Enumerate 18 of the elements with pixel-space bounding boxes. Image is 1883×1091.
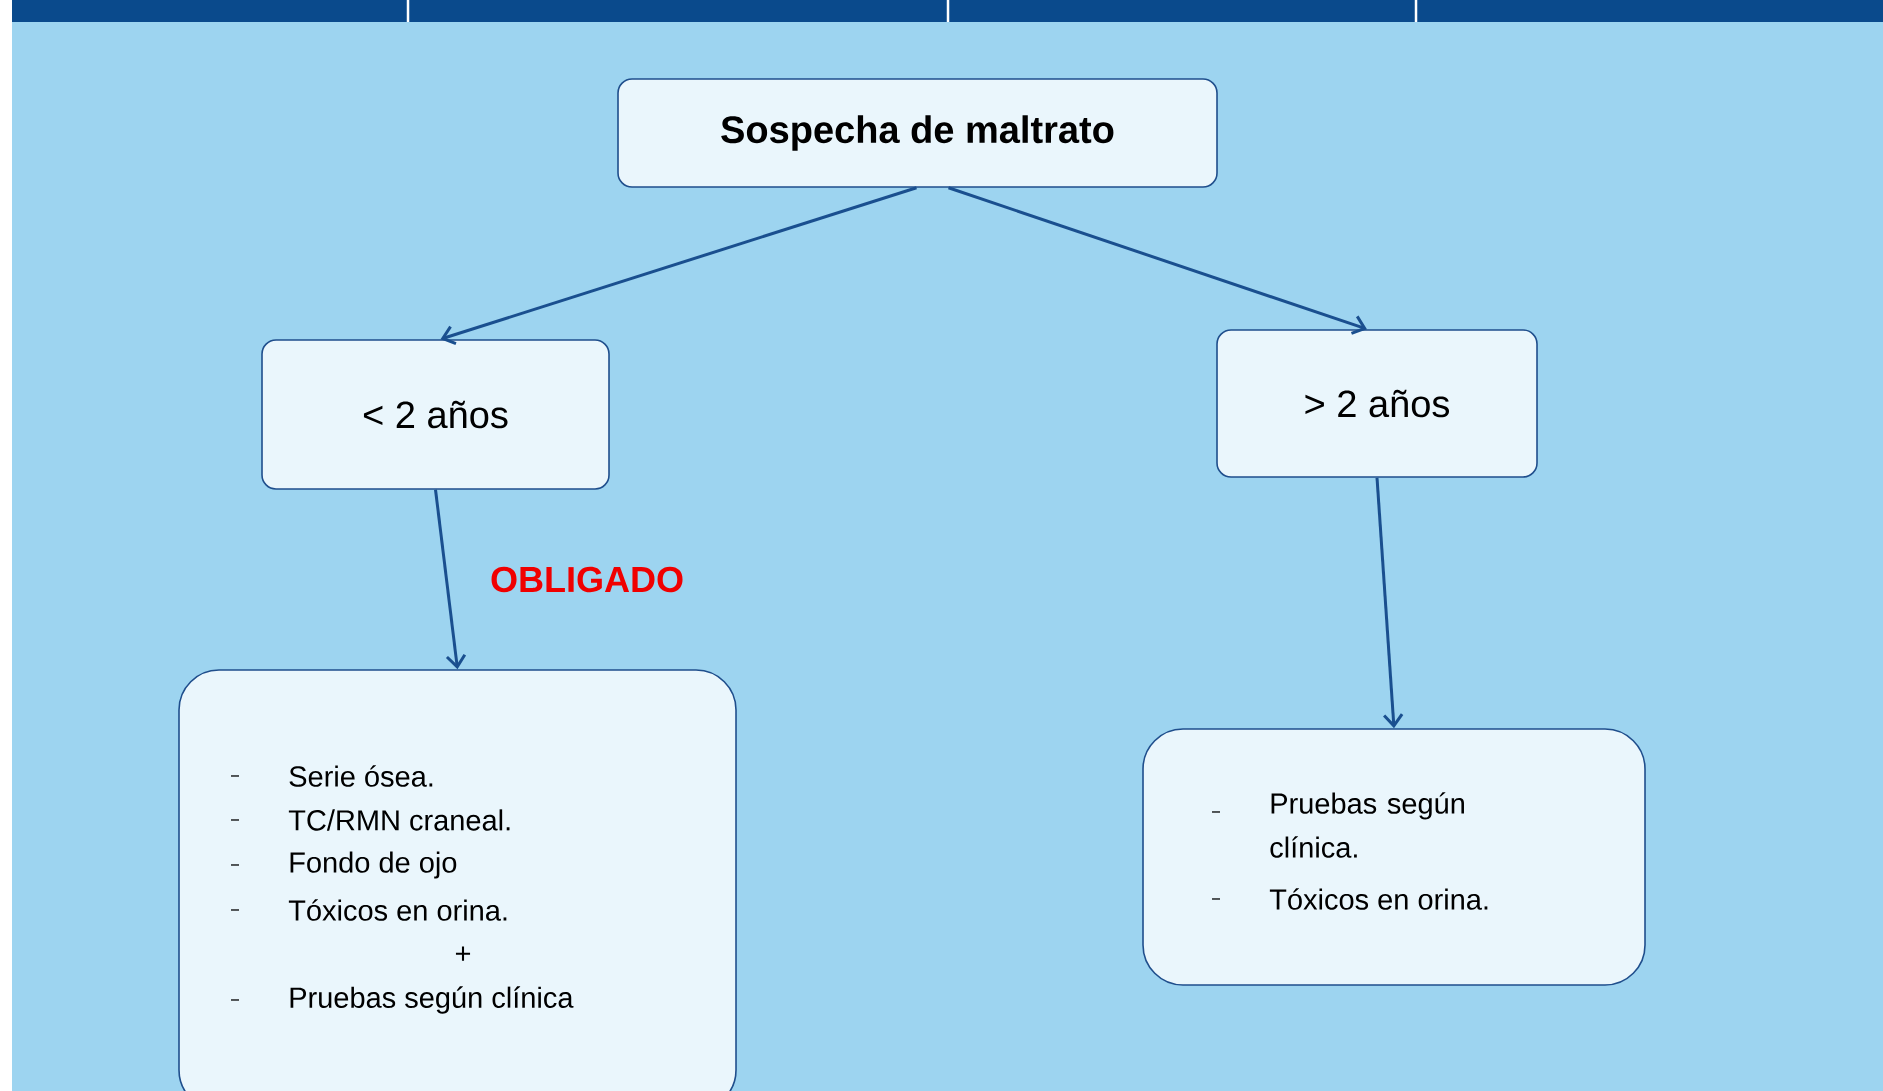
process-box: > 2 años: [1216, 329, 1538, 478]
list-box: [1142, 728, 1646, 986]
list-item: Serie ósea.: [289, 765, 433, 787]
arrow: [948, 186, 1367, 335]
list-box: [178, 669, 737, 1091]
list-item: Fondo de ojo: [290, 851, 457, 879]
process-box: < 2 años: [261, 339, 610, 490]
list-item: Pruebas según clínica.: [1270, 792, 1464, 858]
list-item: Tóxicos en orina.: [1269, 888, 1488, 910]
arrow: [1375, 477, 1404, 729]
list-item: +: [455, 946, 471, 961]
list-item: Tóxicos en orina.: [288, 899, 507, 921]
list-item: TC/RMN craneal.: [288, 809, 510, 831]
process-box: Sospecha de maltrato: [617, 78, 1218, 188]
list-item: Pruebas según clínica: [290, 986, 574, 1014]
arrow: [434, 489, 467, 670]
edge-label: OBLIGADO: [491, 566, 683, 593]
arrow: [440, 186, 917, 346]
